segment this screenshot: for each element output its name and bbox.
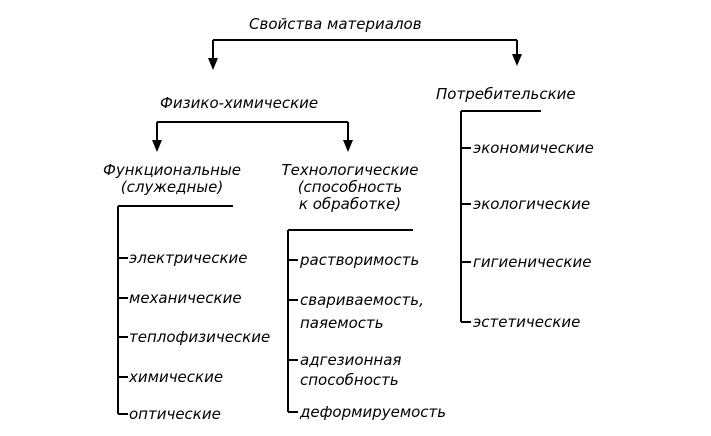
technological-item: растворимость — [300, 251, 420, 269]
functional-item: механические — [129, 289, 242, 307]
functional-item: теплофизические — [129, 328, 271, 346]
technological-item-line-1: адгезионная — [300, 351, 402, 369]
functional-item: электрические — [129, 249, 248, 267]
functional-title-line-1: Функциональные — [102, 161, 242, 179]
technological-title-line-1: Технологические — [281, 161, 419, 179]
physchem-title: Физико-химические — [160, 94, 319, 112]
consumer-item: эстетические — [473, 313, 581, 331]
arrow-to-functional — [152, 140, 162, 152]
functional-item: оптические — [129, 405, 221, 423]
technological-item-line-2: паяемость — [300, 314, 384, 332]
technological-item-line-2: способность — [300, 371, 399, 389]
technological-item: свариваемость, паяемость — [300, 292, 424, 332]
consumer-item: экономические — [473, 139, 594, 157]
technological-item-line-1: свариваемость, — [300, 291, 424, 309]
technological-title-line-2: (способность — [297, 178, 403, 196]
technological-title: Технологические (способность к обработке… — [265, 162, 435, 213]
consumer-item: гигиенические — [473, 253, 592, 271]
arrow-to-consumer — [512, 54, 522, 66]
technological-item: адгезионная способность — [300, 352, 401, 389]
technological-item: деформируемость — [300, 403, 447, 421]
functional-title: Функциональные (служедные) — [88, 162, 256, 196]
root-title: Свойства материалов — [249, 15, 422, 33]
technological-title-line-3: к обработке) — [298, 195, 402, 213]
consumer-title: Потребительские — [436, 85, 576, 103]
consumer-item: экологические — [473, 195, 591, 213]
arrow-to-technological — [343, 140, 353, 152]
functional-title-line-2: (служедные) — [120, 178, 224, 196]
arrow-to-physchem — [208, 58, 218, 70]
functional-item: химические — [129, 368, 224, 386]
